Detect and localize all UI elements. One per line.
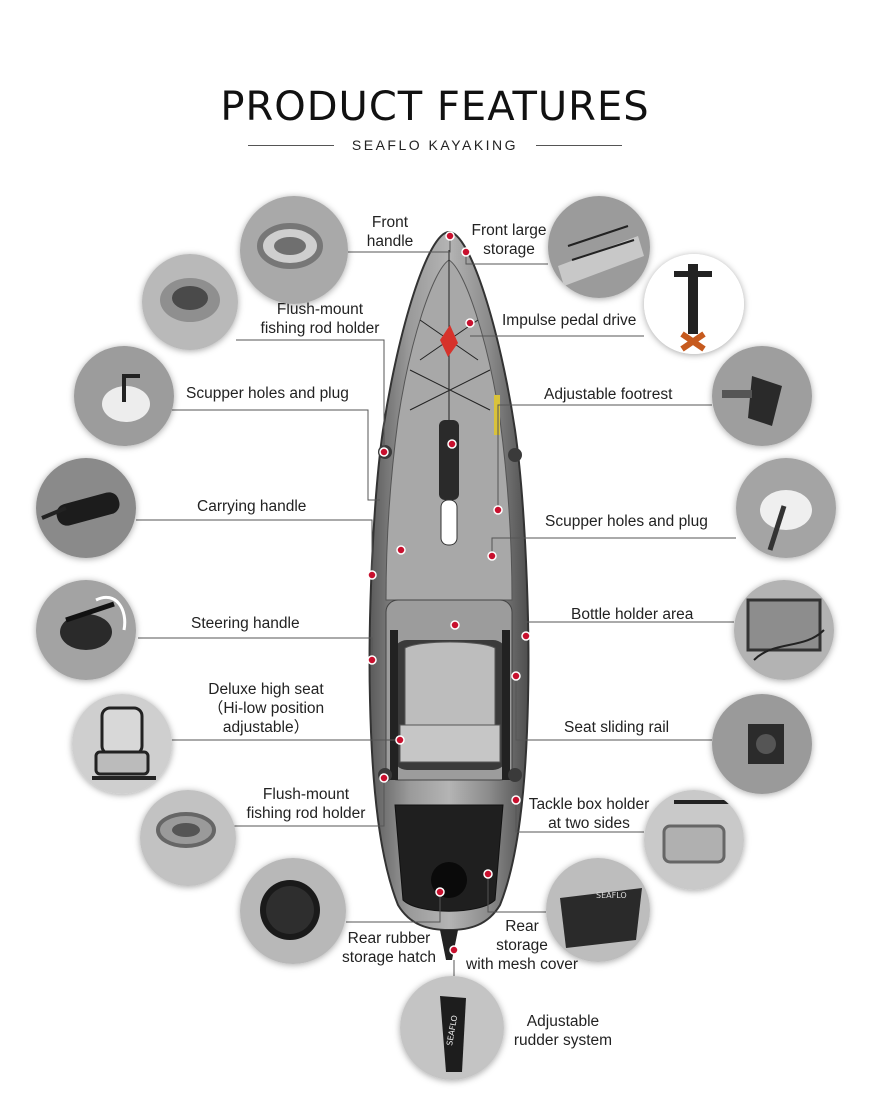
label-deluxe-seat: Deluxe high seat （Hi-low position adjust…: [196, 680, 336, 737]
scupper-plug-right-photo: [736, 458, 836, 558]
footrest-photo: [712, 346, 812, 446]
label-scupper-right: Scupper holes and plug: [545, 513, 708, 530]
label-rear-hatch-line1: Rear rubber: [347, 930, 431, 947]
label-deluxe-seat-line3: adjustable）: [222, 719, 310, 736]
rear-mesh-cover: [394, 804, 504, 912]
carrying-handle-photo: [36, 458, 136, 558]
label-footrest: Adjustable footrest: [544, 386, 673, 403]
thumb-rear-hatch: [240, 858, 346, 964]
label-flush-mount-front-line1: Flush-mount: [276, 301, 364, 318]
rod-holder-photo: [142, 254, 238, 350]
label-rudder: Adjustable rudder system: [508, 1012, 618, 1050]
page-title: PRODUCT FEATURES: [220, 84, 650, 130]
feature-markers: [367, 231, 531, 955]
steering-handle-photo: [36, 580, 136, 680]
label-bottle-holder: Bottle holder area: [571, 606, 694, 623]
label-deluxe-seat-line1: Deluxe high seat: [208, 681, 324, 698]
label-steering-handle: Steering handle: [191, 615, 300, 632]
label-rudder-line2: rudder system: [513, 1032, 613, 1049]
thumb-bottle-holder: [734, 580, 834, 680]
title-rule-left: [248, 145, 334, 146]
label-scupper-left: Scupper holes and plug: [186, 385, 349, 402]
label-tackle-box: Tackle box holder at two sides: [522, 795, 656, 833]
thumb-rudder: SEAFLO: [400, 976, 504, 1080]
rear-rod-holder-photo: [140, 790, 236, 886]
seat-rail-photo: [712, 694, 812, 794]
thumb-steering-handle: [36, 580, 136, 680]
label-flush-mount-rear: Flush-mount fishing rod holder: [236, 785, 376, 823]
label-rudder-line1: Adjustable: [526, 1013, 600, 1030]
thumb-front-storage: [548, 196, 650, 298]
thumb-rear-storage: SEAFLO: [546, 858, 650, 962]
page-subtitle: SEAFLO KAYAKING: [351, 137, 519, 153]
label-rear-hatch-line2: storage hatch: [342, 949, 436, 966]
thumb-seat-rail: [712, 694, 812, 794]
label-front-handle-line1: Front: [371, 214, 409, 231]
label-flush-mount-rear-line1: Flush-mount: [262, 786, 350, 803]
thumb-flush-mount-front: [142, 254, 238, 350]
thumb-scupper-right: [736, 458, 836, 558]
title-rule-right: [536, 145, 622, 146]
label-front-handle: Front handle: [352, 213, 428, 251]
label-pedal-drive: Impulse pedal drive: [502, 312, 637, 329]
label-rear-hatch: Rear rubber storage hatch: [330, 929, 448, 967]
seat-photo: [72, 694, 172, 794]
label-tackle-box-line2: at two sides: [548, 815, 630, 832]
thumb-footrest: [712, 346, 812, 446]
thumb-deluxe-seat: [72, 694, 172, 794]
label-rear-storage-line3: with mesh cover: [466, 956, 578, 973]
label-carrying-handle: Carrying handle: [197, 498, 307, 515]
thumb-front-handle: [240, 196, 348, 304]
scupper-plug-photo: [74, 346, 174, 446]
thumb-carrying-handle: [36, 458, 136, 558]
thumb-scupper-left: [74, 346, 174, 446]
bottle-holder-photo: [734, 580, 834, 680]
label-flush-mount-front: Flush-mount fishing rod holder: [240, 300, 400, 338]
seat: [390, 630, 510, 780]
pedal-drive-photo: [644, 254, 744, 354]
label-front-storage-line1: Front large: [471, 222, 547, 239]
label-seat-rail: Seat sliding rail: [564, 719, 670, 736]
label-rear-storage: Rear storage with mesh cover: [458, 917, 586, 974]
front-storage-photo: [548, 196, 650, 298]
thumb-pedal-drive: [644, 254, 744, 354]
rear-hatch-photo: [240, 858, 346, 964]
label-front-handle-line2: handle: [366, 233, 414, 250]
thumb-flush-mount-rear: [140, 790, 236, 886]
label-flush-mount-front-line2: fishing rod holder: [260, 320, 380, 337]
label-tackle-box-line1: Tackle box holder: [528, 796, 650, 813]
mesh-brand-text: SEAFLO: [596, 891, 627, 900]
label-deluxe-seat-line2: （Hi-low position: [207, 700, 325, 717]
thumb-tackle-box: [644, 790, 744, 890]
tackle-box-photo: [644, 790, 744, 890]
label-front-storage: Front large storage: [466, 221, 552, 259]
label-front-storage-line2: storage: [483, 241, 535, 258]
rudder-photo: SEAFLO: [400, 976, 504, 1080]
label-flush-mount-rear-line2: fishing rod holder: [246, 805, 366, 822]
label-rear-storage-line1: Rear: [505, 918, 539, 935]
yellow-paddle-clip: [494, 395, 500, 435]
label-rear-storage-line2: storage: [496, 937, 548, 954]
leader-lines: [136, 232, 736, 980]
rear-mesh-photo: SEAFLO: [546, 858, 650, 962]
front-handle-photo: [240, 196, 348, 304]
